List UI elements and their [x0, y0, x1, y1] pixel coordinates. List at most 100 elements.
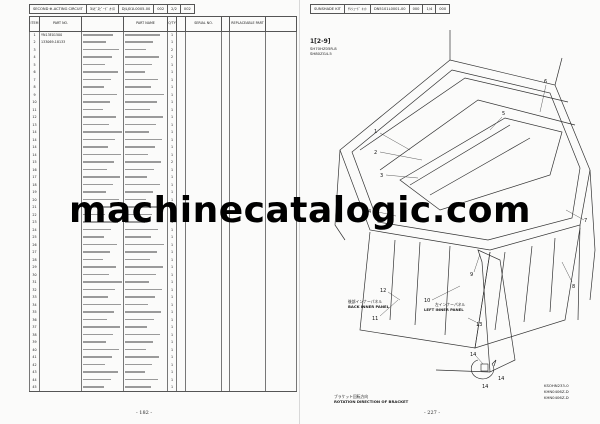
serial-number: [185, 346, 222, 354]
part-name-ja: [81, 61, 124, 69]
item-number: 35: [29, 309, 40, 317]
quantity: 1: [167, 129, 177, 137]
leader-line: [431, 285, 461, 301]
extra: [265, 376, 297, 384]
part-name: [123, 99, 168, 107]
part-name-ja: [81, 286, 124, 294]
part-name-ja: [81, 31, 124, 39]
illegible-text: [83, 341, 106, 343]
replaceable-part: [229, 309, 266, 317]
part-number: [39, 106, 82, 114]
roof-inner-outline: [351, 69, 581, 241]
part-name-ja: [81, 331, 124, 339]
roof-rail-mid: [379, 99, 576, 171]
left-inner-panel-ja: 左インナーパネル: [435, 302, 466, 307]
tick: [221, 54, 230, 62]
part-name: [123, 301, 168, 309]
serial-number: [185, 339, 222, 347]
illegible-text: [83, 198, 119, 201]
tick: [221, 354, 230, 362]
part-name-ja: [81, 84, 124, 92]
part-number: [39, 136, 82, 144]
item-number: 45: [29, 384, 40, 392]
part-name: [123, 31, 168, 39]
part-name-ja: [81, 241, 124, 249]
part-number: [39, 301, 82, 309]
part-number: [39, 271, 82, 279]
quantity: 1: [167, 279, 177, 287]
illegible-text: [83, 333, 113, 336]
right-page: SUNSHADE KIT ｻﾝｼｪｰﾄﾞ ｷｯﾄ DN5101L0001-00 …: [300, 0, 600, 424]
remark: [176, 121, 186, 129]
remark: [176, 354, 186, 362]
quantity: 1: [167, 174, 177, 182]
serial-number: [185, 39, 222, 47]
illegible-text: [125, 266, 163, 268]
parts-header-row: ITEM PART NO. PART NAME Q'TY SERIAL NO. …: [29, 16, 297, 32]
quantity: 1: [167, 136, 177, 144]
serial-number: [185, 241, 222, 249]
serial-number: [185, 324, 222, 332]
replaceable-part: [229, 46, 266, 54]
tick: [221, 151, 230, 159]
extra: [265, 84, 297, 92]
replaceable-part: [229, 256, 266, 264]
tick: [221, 69, 230, 77]
extra: [265, 279, 297, 287]
replaceable-part: [229, 181, 266, 189]
replaceable-part: [229, 249, 266, 257]
illegible-text: [83, 303, 121, 306]
part-name-ja: [81, 76, 124, 84]
extra: [265, 301, 297, 309]
leader-line: [473, 253, 481, 273]
leader-line: [379, 132, 411, 151]
illegible-text: [125, 34, 160, 36]
extra: [265, 151, 297, 159]
part-number: [39, 181, 82, 189]
extra: [265, 91, 297, 99]
col-part-no: PART NO.: [39, 16, 82, 32]
part-name: [123, 151, 168, 159]
illegible-text: [125, 258, 150, 261]
illegible-text: [83, 326, 120, 328]
remark: [176, 46, 186, 54]
sunshade-panel: [399, 117, 563, 211]
illegible-text: [125, 318, 154, 321]
replaceable-part: [229, 106, 266, 114]
rotation-arrowhead: [491, 359, 497, 367]
leader-line: [565, 209, 585, 221]
extra: [265, 264, 297, 272]
part-name: [123, 106, 168, 114]
illegible-text: [83, 176, 120, 178]
illegible-text: [125, 341, 153, 343]
tick: [221, 91, 230, 99]
serial-number: [185, 46, 222, 54]
illegible-text: [125, 386, 151, 388]
col-tick: [221, 16, 230, 32]
replaceable-part: [229, 324, 266, 332]
part-name-ja: [81, 249, 124, 257]
quantity: 1: [167, 361, 177, 369]
section-rev: 002: [154, 5, 169, 13]
remark: [176, 174, 186, 182]
illegible-text: [83, 63, 105, 66]
remark: [176, 129, 186, 137]
remark: [176, 99, 186, 107]
part-name-ja: [81, 316, 124, 324]
tick: [221, 241, 230, 249]
illegible-text: [125, 41, 153, 43]
part-number: [39, 324, 82, 332]
serial-number: [185, 99, 222, 107]
item-number: 4: [29, 54, 40, 62]
replaceable-part: [229, 271, 266, 279]
part-name-ja: [81, 129, 124, 137]
illegible-text: [125, 161, 161, 163]
remark: [176, 241, 186, 249]
illegible-text: [125, 78, 158, 81]
item-number: 18: [29, 181, 40, 189]
part-name-ja: [81, 279, 124, 287]
